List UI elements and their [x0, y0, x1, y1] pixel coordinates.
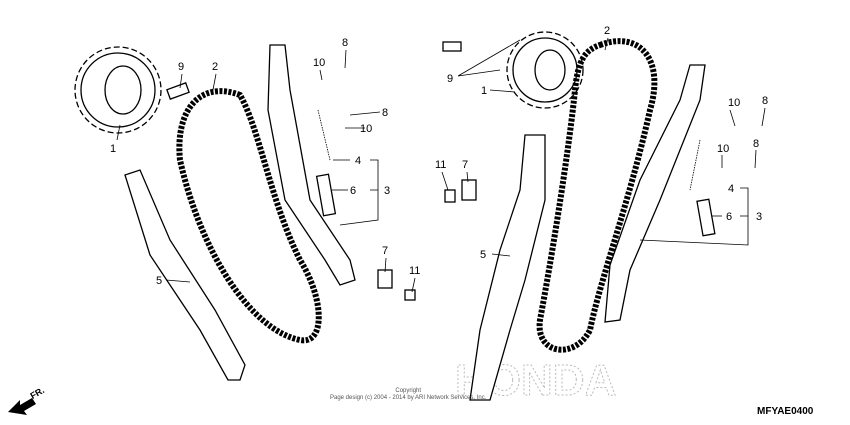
right-clip [444, 179, 477, 203]
left-tensioner-arm [267, 44, 356, 286]
callout-11: 11 [409, 265, 420, 277]
callout-8: 8 [762, 95, 768, 107]
diagram-code: MFYAE0400 [757, 406, 814, 417]
right-bolt [442, 41, 462, 52]
callout-2: 2 [212, 61, 218, 73]
right-cam-chain [536, 38, 658, 353]
leader-lines [116, 37, 766, 293]
callout-10: 10 [717, 143, 729, 155]
callout-2: 2 [604, 25, 610, 37]
left-spring [317, 109, 331, 161]
callout-5: 5 [480, 249, 486, 261]
callout-4: 4 [355, 155, 361, 167]
callout-10: 10 [360, 123, 372, 135]
callout-9: 9 [447, 73, 453, 85]
callout-7: 7 [462, 159, 468, 171]
left-bolt [166, 82, 190, 100]
callout-5: 5 [156, 275, 162, 287]
callout-8: 8 [382, 107, 388, 119]
left-callouts: 1 9 2 8 10 8 10 4 6 3 5 7 11 [110, 37, 420, 287]
callout-1: 1 [481, 85, 487, 97]
callout-3: 3 [756, 211, 762, 223]
right-callouts: 9 1 2 10 8 10 8 4 6 3 11 7 5 [435, 25, 768, 261]
right-cam-sprocket [506, 31, 584, 109]
copyright-notice: Copyright Page design (c) 2004 - 2014 by… [330, 388, 486, 402]
callout-10: 10 [728, 97, 740, 109]
callout-6: 6 [350, 185, 356, 197]
left-guide [124, 169, 246, 381]
right-spring [689, 139, 701, 191]
copyright-line2: Page design (c) 2004 - 2014 by ARI Netwo… [330, 395, 487, 401]
front-arrow-icon [8, 398, 36, 415]
right-tensioner-arm [604, 64, 706, 323]
callout-6: 6 [726, 211, 732, 223]
callout-3: 3 [384, 185, 390, 197]
copyright-line1: Copyright [395, 388, 422, 394]
callout-10: 10 [313, 57, 325, 69]
right-pin [696, 198, 716, 237]
callout-8: 8 [342, 37, 348, 49]
callout-7: 7 [382, 245, 388, 257]
callout-8: 8 [753, 138, 759, 150]
callout-9: 9 [178, 61, 184, 73]
callout-11: 11 [435, 159, 446, 171]
left-clip [377, 269, 416, 301]
callout-4: 4 [728, 183, 734, 195]
callout-1: 1 [110, 143, 116, 155]
left-cam-chain [176, 88, 322, 344]
left-cam-sprocket [74, 46, 162, 134]
right-guide [469, 134, 546, 401]
left-pin [315, 173, 337, 217]
